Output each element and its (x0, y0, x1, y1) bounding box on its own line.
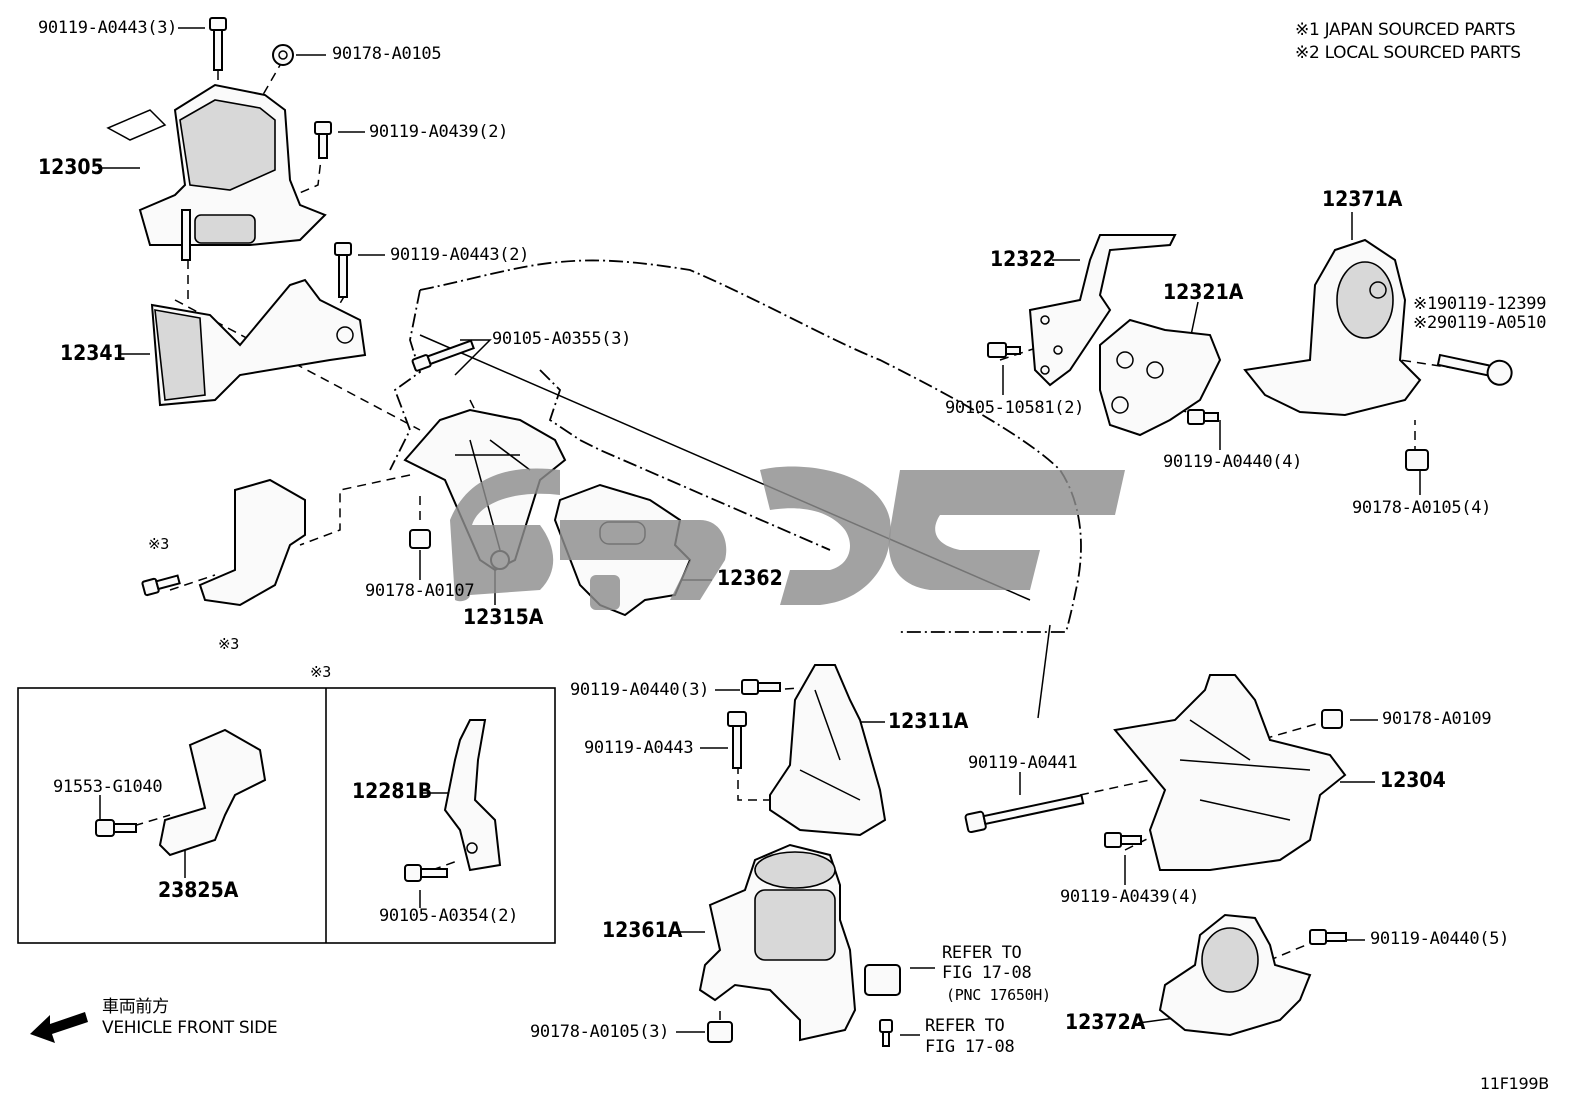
marker-plate: ※3 (218, 635, 239, 653)
inset-box (17, 687, 556, 944)
part-12341-bracket (150, 278, 367, 407)
part-label-90119-A0443[interactable]: 90119-A0443 (584, 738, 694, 758)
reference-1-line-2[interactable]: FIG 17-08 (942, 963, 1032, 983)
bolt-icon (987, 342, 1021, 358)
part-label-23825A[interactable]: 23825A (158, 878, 239, 902)
bolt-icon (964, 794, 1085, 834)
part-label-190119-12399[interactable]: ※190119-12399 (1413, 294, 1547, 314)
part-label-12362[interactable]: 12362 (717, 566, 783, 590)
marker-bolt: ※3 (148, 535, 169, 553)
part-label-90105-10581-2[interactable]: 90105-10581(2) (945, 398, 1085, 418)
note-japan-sourced: ※1 JAPAN SOURCED PARTS (1295, 20, 1516, 40)
bolt-icon (209, 17, 227, 71)
bolt-icon (1104, 832, 1142, 848)
reference-2-line-2[interactable]: FIG 17-08 (925, 1037, 1015, 1057)
part-label-90119-A0439-4[interactable]: 90119-A0439(4) (1060, 887, 1200, 907)
part-label-90178-A0105-3[interactable]: 90178-A0105(3) (530, 1022, 670, 1042)
front-direction-japanese: 車両前方 (102, 997, 169, 1017)
nut-icon (707, 1021, 733, 1043)
part-12321A-mount (1099, 318, 1222, 437)
part-label-12371A[interactable]: 12371A (1322, 187, 1403, 211)
nut-icon (1321, 709, 1343, 729)
reference-1-line-3: (PNC 17650H) (946, 986, 1051, 1004)
nut-icon (409, 529, 431, 549)
bolt-icon (879, 1019, 893, 1047)
reference-1-line-1[interactable]: REFER TO (942, 943, 1022, 963)
part-label-90119-A0439-2[interactable]: 90119-A0439(2) (369, 122, 509, 142)
fasteners (95, 17, 1513, 1047)
part-label-90105-A0355-3[interactable]: 90105-A0355(3) (492, 329, 632, 349)
part-stopper-plate (198, 478, 306, 607)
part-12305-engine-mount (106, 83, 327, 261)
part-label-90178-A0109[interactable]: 90178-A0109 (1382, 709, 1492, 729)
watermark-logo (450, 466, 1125, 610)
part-label-90119-A0440-3[interactable]: 90119-A0440(3) (570, 680, 710, 700)
part-12304-bracket (1113, 674, 1347, 871)
bolt-icon (1436, 353, 1513, 386)
inset-marker: ※3 (310, 663, 331, 681)
part-label-12341[interactable]: 12341 (60, 341, 126, 365)
part-label-90178-A0105[interactable]: 90178-A0105 (332, 44, 442, 64)
bolt-icon (1309, 929, 1347, 945)
part-label-12304[interactable]: 12304 (1380, 768, 1446, 792)
part-label-90119-A0443-3[interactable]: 90119-A0443(3) (38, 18, 178, 38)
bolt-icon (411, 339, 475, 372)
part-label-90105-A0354-2[interactable]: 90105-A0354(2) (379, 906, 519, 926)
part-label-90119-A0440-5[interactable]: 90119-A0440(5) (1370, 929, 1510, 949)
part-12372A-mount (1158, 913, 1312, 1037)
nut-icon (272, 44, 294, 66)
reference-2-line-1[interactable]: REFER TO (925, 1016, 1005, 1036)
bolt-icon (334, 242, 352, 298)
figure-id: 11F199B (1480, 1074, 1549, 1093)
part-12311A-bracket (769, 664, 887, 837)
part-label-90178-A0107[interactable]: 90178-A0107 (365, 581, 475, 601)
part-label-12281B[interactable]: 12281B (352, 779, 433, 803)
part-label-12361A[interactable]: 12361A (602, 918, 683, 942)
part-label-12321A[interactable]: 12321A (1163, 280, 1244, 304)
part-12322-bracket (1028, 234, 1177, 387)
part-label-12322[interactable]: 12322 (990, 247, 1056, 271)
bolt-icon (741, 679, 781, 695)
part-label-90119-A0441[interactable]: 90119-A0441 (968, 753, 1078, 773)
note-local-sourced: ※2 LOCAL SOURCED PARTS (1295, 43, 1521, 63)
nut-icon (1405, 449, 1429, 471)
front-arrow-icon (30, 1012, 88, 1043)
part-label-12372A[interactable]: 12372A (1065, 1010, 1146, 1034)
bolt-icon (95, 819, 137, 837)
bolt-icon (314, 121, 332, 159)
part-label-12305[interactable]: 12305 (38, 155, 104, 179)
part-12371A-mount (1243, 238, 1422, 417)
front-direction-english: VEHICLE FRONT SIDE (102, 1018, 278, 1038)
part-12281B-hanger (443, 719, 502, 872)
part-label-91553-G1040[interactable]: 91553-G1040 (53, 777, 163, 797)
bolt-icon (404, 864, 448, 882)
part-label-90178-A0105-4[interactable]: 90178-A0105(4) (1352, 498, 1492, 518)
engine-outline (389, 259, 1082, 633)
part-23825A-stopper (158, 728, 267, 857)
part-label-12315A[interactable]: 12315A (463, 605, 544, 629)
bolt-icon (141, 574, 181, 597)
part-12361A-engine-mount (698, 843, 901, 1042)
bolt-icon (727, 711, 747, 769)
part-label-12311A[interactable]: 12311A (888, 709, 969, 733)
part-label-90119-A0440-4[interactable]: 90119-A0440(4) (1163, 452, 1303, 472)
part-label-90119-A0443-2[interactable]: 90119-A0443(2) (390, 245, 530, 265)
part-label-290119-A0510[interactable]: ※290119-A0510 (1413, 313, 1547, 333)
bolt-icon (1187, 409, 1219, 425)
